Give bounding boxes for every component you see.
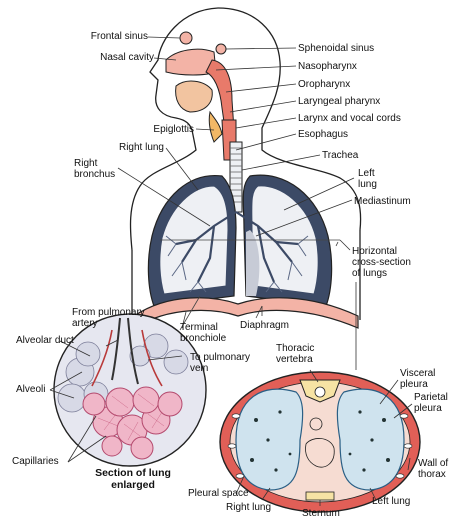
label-horizontal-line1: Horizontal: [352, 246, 398, 257]
label-from-pulmonary-line2: artery: [72, 318, 98, 329]
label-frontal-sinus: Frontal sinus: [90, 31, 148, 42]
label-diaphragm: Diaphragm: [240, 320, 289, 331]
label-pleural-space: Pleural space: [188, 488, 249, 499]
label-esophagus: Esophagus: [298, 129, 349, 140]
trachea-shape: [229, 141, 243, 213]
label-right-lung: Right lung: [118, 142, 164, 153]
label-terminal-line1: Terminal: [180, 322, 218, 333]
label-to-pulmonary-line2: vein: [190, 363, 209, 374]
label-oropharynx: Oropharynx: [298, 79, 351, 90]
label-horizontal-line3: of lungs: [352, 268, 388, 279]
alveoli-magnified: [53, 295, 207, 467]
label-alveoli: Alveoli: [16, 384, 46, 395]
label-horizontal-line2: cross-section: [352, 257, 411, 268]
label-sphenoidal-sinus: Sphenoidal sinus: [298, 43, 375, 54]
label-left-lung-line1: Left: [358, 168, 375, 179]
leader-lines: [49, 36, 413, 506]
label-right-lung-section: Right lung: [226, 502, 272, 513]
label-right-bronchus-line2: bronchus: [74, 169, 116, 180]
label-epiglottis: Epiglottis: [153, 124, 194, 135]
label-left-lung-line2: lung: [358, 179, 377, 190]
left-lung-shape: [242, 174, 333, 307]
label-left-lung-section: Left lung: [372, 496, 411, 507]
thorax-cross-section: [219, 371, 421, 513]
label-alveolar-duct: Alveolar duct: [16, 335, 74, 346]
label-mediastinum: Mediastinum: [354, 196, 411, 207]
label-trachea: Trachea: [322, 150, 359, 161]
label-sternum: Sternum: [302, 508, 340, 519]
label-wall-line2: thorax: [418, 469, 446, 480]
label-thoracic-line1: Thoracic: [276, 343, 315, 354]
body-outline: [129, 7, 362, 320]
label-laryngeal-pharynx: Laryngeal pharynx: [298, 96, 381, 107]
diaphragm-shape: [133, 297, 359, 330]
label-terminal-line2: bronchiole: [180, 333, 227, 344]
nasal-cavity-shape: [165, 31, 227, 76]
caption-section-line1: Section of lung: [95, 467, 171, 479]
label-capillaries: Capillaries: [12, 456, 59, 467]
label-wall-line1: Wall of: [418, 458, 449, 469]
label-nasopharynx: Nasopharynx: [298, 61, 357, 72]
label-parietal-line1: Parietal: [414, 392, 448, 403]
label-thoracic-line2: vertebra: [276, 354, 313, 365]
label-to-pulmonary-line1: To pulmonary: [190, 352, 251, 363]
label-parietal-line2: pleura: [414, 403, 442, 414]
label-from-pulmonary-line1: From pulmonary: [72, 307, 145, 318]
label-larynx-vocal-cords: Larynx and vocal cords: [298, 113, 401, 124]
caption-section-line2: enlarged: [111, 479, 155, 491]
label-nasal-cavity: Nasal cavity: [100, 52, 154, 63]
label-visceral-line1: Visceral: [400, 368, 436, 379]
label-visceral-line2: pleura: [400, 379, 428, 390]
label-right-bronchus-line1: Right: [74, 158, 98, 169]
